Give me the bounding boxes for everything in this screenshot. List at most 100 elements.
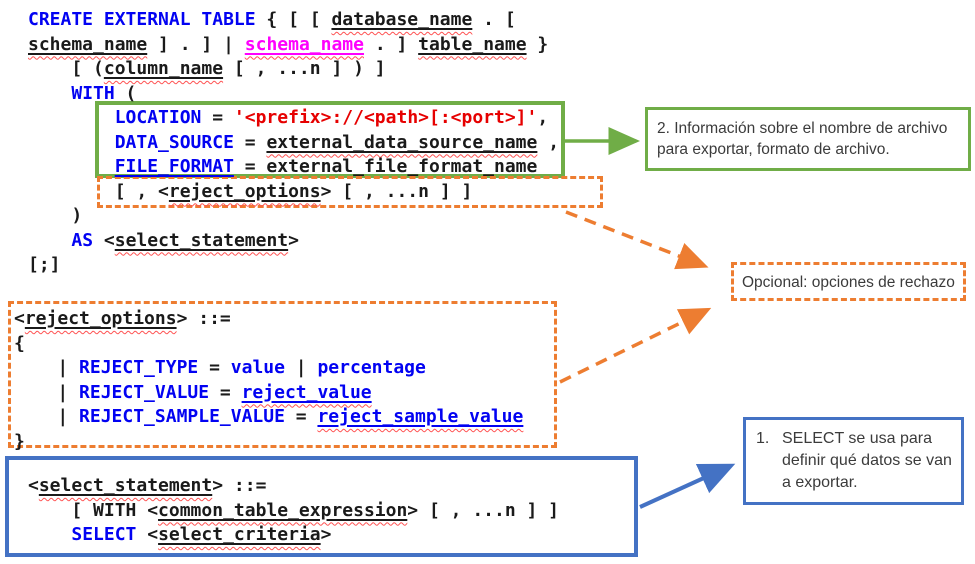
- code-segment: |: [284, 357, 318, 378]
- code-identifier-link[interactable]: schema_name: [245, 34, 364, 55]
- callout-select-number: 1.: [756, 430, 770, 447]
- code-segment: }: [14, 430, 25, 452]
- code-identifier-link[interactable]: table_name: [418, 34, 526, 55]
- code-segment: DATA_SOURCE: [114, 131, 234, 153]
- code-identifier-link[interactable]: select_statement: [39, 475, 212, 496]
- code-segment: >: [288, 229, 299, 251]
- code-identifier-link[interactable]: schema_name: [28, 34, 147, 55]
- code-line: schema_name ] . ] | schema_name . ] tabl…: [28, 33, 559, 58]
- code-block-select-statement: <select_statement> ::= [ WITH <common_ta…: [28, 474, 559, 548]
- code-segment: WITH: [71, 82, 115, 104]
- code-segment: [28, 83, 71, 104]
- code-segment: [ (: [28, 58, 104, 79]
- callout-select-info: 1. SELECT se usa para definir qué datos …: [743, 417, 964, 505]
- code-identifier-text: external_data_source_name: [266, 131, 538, 153]
- code-line: {: [14, 332, 523, 357]
- code-segment: ] . ] |: [147, 33, 245, 55]
- code-line: | REJECT_VALUE = reject_value: [14, 381, 523, 406]
- orange-arrow-top: [565, 210, 709, 270]
- code-block-main: CREATE EXTERNAL TABLE { [ [ database_nam…: [28, 8, 559, 278]
- code-line: LOCATION = '<prefix>://<path>[:<port>]',: [28, 106, 559, 131]
- code-identifier-link[interactable]: common_table_expression: [158, 500, 407, 521]
- code-identifier-text: column_name: [103, 58, 224, 79]
- code-identifier-link[interactable]: reject_value: [242, 382, 372, 403]
- code-segment: [28, 156, 115, 177]
- code-segment: = external_file_format_name: [233, 156, 538, 177]
- code-segment: <: [136, 524, 159, 545]
- code-identifier-text: common_table_expression: [158, 499, 408, 521]
- code-segment: <: [28, 475, 39, 496]
- code-identifier-text: select_statement: [38, 475, 213, 496]
- code-segment: |: [14, 357, 80, 378]
- code-block-reject-options: <reject_options> ::={ | REJECT_TYPE = va…: [14, 307, 523, 454]
- code-line: <select_statement> ::=: [28, 474, 559, 499]
- code-segment: ,: [537, 131, 560, 153]
- code-segment: (: [114, 82, 137, 104]
- code-segment: > ::=: [176, 308, 231, 329]
- code-segment: |: [14, 381, 80, 403]
- code-identifier-text: select_criteria: [158, 524, 321, 545]
- code-segment: {: [14, 332, 25, 354]
- code-segment: '<prefix>://<path>[:<port>]': [233, 107, 538, 128]
- code-segment: { [ [: [255, 9, 332, 30]
- code-line: | REJECT_SAMPLE_VALUE = reject_sample_va…: [14, 405, 523, 430]
- code-identifier-link[interactable]: FILE_FORMAT: [114, 156, 234, 177]
- code-identifier-text: database_name: [331, 9, 473, 30]
- code-segment: > ::=: [212, 475, 267, 496]
- code-identifier-link[interactable]: reject_options: [25, 308, 177, 329]
- code-segment: [ , ...n ] ) ]: [223, 58, 386, 79]
- code-segment: > [ , ...n ] ]: [407, 499, 560, 521]
- code-segment: [28, 524, 71, 545]
- code-segment: =: [209, 381, 242, 403]
- code-segment: >: [320, 524, 332, 545]
- code-line: | REJECT_TYPE = value | percentage: [14, 356, 523, 381]
- code-line: ): [28, 204, 559, 229]
- callout-file-format-info: 2. Información sobre el nombre de archiv…: [645, 107, 971, 171]
- code-identifier-link[interactable]: external_data_source_name: [266, 132, 537, 153]
- code-line: [ , <reject_options> [ , ...n ] ]: [28, 180, 559, 205]
- code-segment: REJECT_VALUE: [79, 381, 210, 403]
- code-segment: [ WITH <: [28, 499, 159, 521]
- code-line: AS <select_statement>: [28, 229, 559, 254]
- code-line: CREATE EXTERNAL TABLE { [ [ database_nam…: [28, 8, 559, 33]
- code-segment: REJECT_TYPE: [79, 357, 199, 378]
- code-identifier-link[interactable]: select_criteria: [158, 524, 321, 545]
- code-identifier-text: reject_sample_value: [317, 406, 524, 427]
- code-segment: AS: [71, 229, 94, 251]
- code-segment: . [: [472, 9, 516, 30]
- code-segment: percentage: [317, 357, 426, 378]
- code-identifier-link[interactable]: column_name: [104, 58, 223, 79]
- code-segment: ,: [537, 107, 549, 128]
- code-segment: > [ , ...n ] ]: [320, 180, 473, 202]
- callout-select-text: SELECT se usa para definir qué datos se …: [782, 430, 952, 491]
- callout-reject-optional: Opcional: opciones de rechazo: [731, 262, 966, 301]
- code-segment: =: [198, 357, 231, 378]
- code-segment: [;]: [28, 254, 61, 275]
- code-identifier-link[interactable]: reject_sample_value: [317, 406, 523, 427]
- code-identifier-link[interactable]: database_name: [331, 9, 472, 30]
- orange-arrow-bottom: [559, 307, 712, 384]
- callout-file-format-text: 2. Información sobre el nombre de archiv…: [657, 120, 948, 158]
- code-segment: [28, 107, 115, 128]
- code-segment: <: [14, 308, 25, 329]
- code-segment: }: [526, 33, 549, 55]
- code-identifier-link[interactable]: reject_options: [169, 181, 321, 202]
- code-line: WITH (: [28, 82, 559, 107]
- code-segment: LOCATION: [114, 107, 202, 128]
- code-line: [ WITH <common_table_expression> [ , ...…: [28, 499, 559, 524]
- code-identifier-link[interactable]: select_statement: [115, 230, 288, 251]
- code-line: [;]: [28, 253, 559, 278]
- code-segment: REJECT_SAMPLE_VALUE: [79, 406, 285, 427]
- code-line: [ (column_name [ , ...n ] ) ]: [28, 57, 559, 82]
- code-segment: =: [284, 406, 318, 427]
- code-line: FILE_FORMAT = external_file_format_name: [28, 155, 559, 180]
- code-identifier-text: select_statement: [114, 229, 289, 251]
- code-segment: value: [230, 357, 285, 378]
- code-segment: CREATE EXTERNAL TABLE: [28, 9, 256, 30]
- code-segment: =: [233, 131, 267, 153]
- code-line: DATA_SOURCE = external_data_source_name …: [28, 131, 559, 156]
- code-segment: SELECT: [71, 524, 137, 545]
- code-identifier-text: reject_value: [241, 381, 372, 403]
- code-line: }: [14, 430, 523, 455]
